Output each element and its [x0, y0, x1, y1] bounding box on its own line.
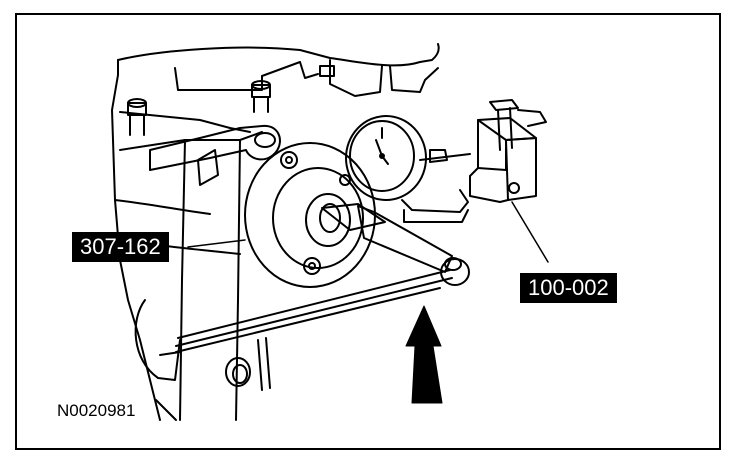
flange-plate [244, 142, 376, 288]
callout-label-307-162: 307-162 [72, 232, 169, 262]
lever-rod [134, 269, 453, 381]
linkage-arm [149, 124, 281, 171]
figure-frame [15, 13, 721, 450]
callout-leader-307-162 [187, 239, 246, 248]
upward-arrow-icon [405, 305, 443, 404]
lower-fittings [155, 337, 271, 421]
dial-indicator [345, 115, 471, 223]
housing-bolts [127, 65, 335, 136]
callout-label-100-002: 100-002 [520, 273, 617, 303]
magnetic-base [469, 99, 549, 263]
shaft-handle [319, 203, 470, 286]
figure-number: N0020981 [57, 401, 136, 420]
